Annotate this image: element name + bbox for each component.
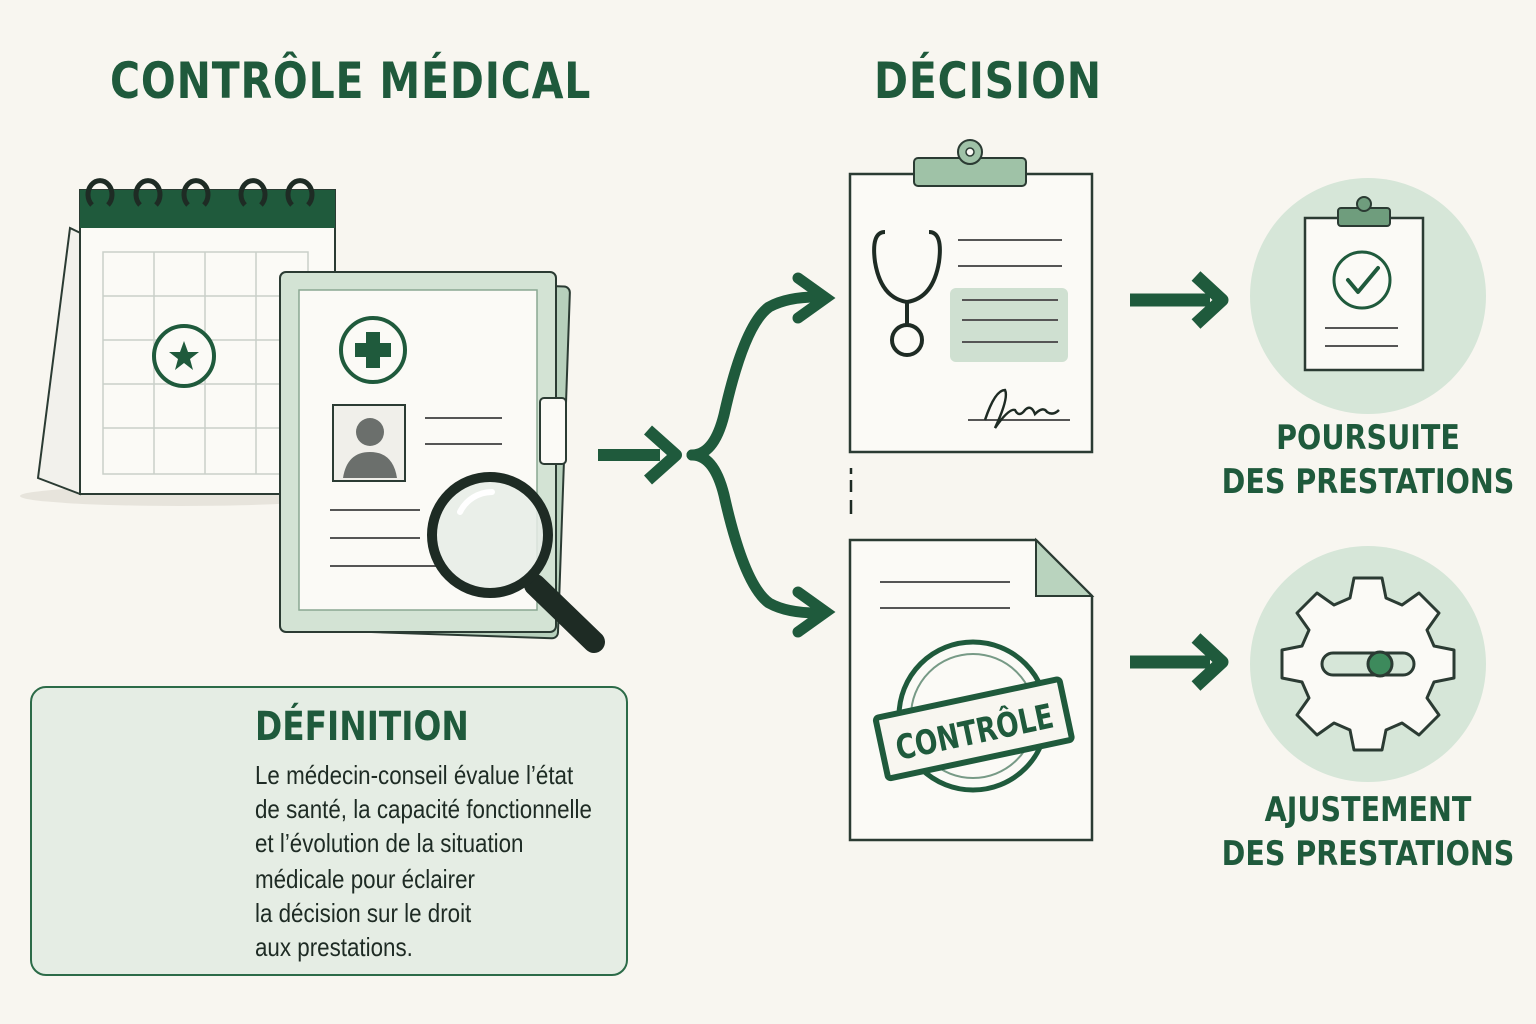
definition-line-1: Le médecin-conseil évalue l’état <box>255 760 574 790</box>
outcome-label-ajustement: AJUSTEMENT DES PRESTATIONS <box>1188 788 1536 876</box>
definition-line-6: aux prestations. <box>255 932 413 962</box>
definition-line-5: la décision sur le droit <box>255 898 472 928</box>
clipboard-check-icon <box>1250 178 1486 414</box>
outcome-2-line2: DES PRESTATIONS <box>1221 834 1515 874</box>
arrow-to-outcome-2 <box>1130 633 1229 691</box>
definition-line-3: et l’évolution de la situation <box>255 828 524 858</box>
clipboard-stethoscope-icon <box>848 139 1094 454</box>
outcome-label-poursuite: POURSUITE DES PRESTATIONS <box>1188 416 1536 504</box>
outcome-1-line1: POURSUITE <box>1276 418 1460 458</box>
branch-connector <box>686 272 836 638</box>
outcome-1-line2: DES PRESTATIONS <box>1221 462 1515 502</box>
definition-box <box>30 686 628 976</box>
definition-line-4: médicale pour éclairer <box>255 864 475 894</box>
document-control-stamp-icon: CONTRÔLE <box>848 537 1095 842</box>
medical-file-icon <box>279 271 605 653</box>
gear-slider-icon <box>1250 546 1486 782</box>
definition-line-2: de santé, la capacité fonctionnelle <box>255 794 592 824</box>
arrow-to-decision <box>598 425 682 485</box>
definition-title: DÉFINITION <box>255 704 469 750</box>
title-decision: DÉCISION <box>874 52 1102 110</box>
outcome-2-line1: AJUSTEMENT <box>1264 790 1472 830</box>
arrow-to-outcome-1 <box>1130 271 1229 329</box>
title-controle-medical: CONTRÔLE MÉDICAL <box>110 52 592 110</box>
